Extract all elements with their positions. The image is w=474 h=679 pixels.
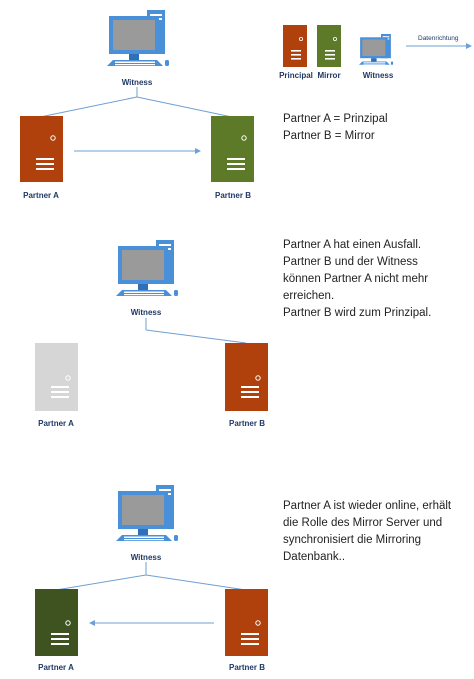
legend-witness-label: Witness xyxy=(363,71,394,80)
legend-direction-arrow xyxy=(406,43,472,49)
scenario-1-witness-computer-icon xyxy=(107,10,169,66)
scenario-2-partner-a-server-failed-icon xyxy=(35,343,78,411)
scenario-1-description-line: Partner A = Prinzipal xyxy=(283,113,388,125)
scenario-2-partner-a-label: Partner A xyxy=(38,419,74,428)
scenario-1: Witness Partner A Partner B xyxy=(20,10,254,200)
scenario-3-partner-a-label: Partner A xyxy=(38,663,74,672)
scenario-1-partner-b-server-icon xyxy=(211,116,254,182)
scenario-3-witness-computer-icon xyxy=(116,485,178,541)
scenario-3-partner-a-server-icon xyxy=(35,589,78,656)
scenario-1-description: Partner A = Prinzipal Partner B = Mirror xyxy=(283,111,458,145)
scenario-3-data-arrow xyxy=(89,620,214,626)
legend-witness-computer-icon xyxy=(359,34,394,65)
scenario-3: Witness Partner A Partner B xyxy=(35,485,268,672)
scenario-3-witness-label: Witness xyxy=(131,553,162,562)
legend-mirror-server-icon xyxy=(317,25,341,67)
legend: Principal Mirror Witness Datenrichtung xyxy=(279,25,472,80)
scenario-2-description: Partner A hat einen Ausfall. Partner B u… xyxy=(283,237,458,322)
legend-direction-label: Datenrichtung xyxy=(418,35,459,42)
legend-principal-label: Principal xyxy=(279,71,313,80)
scenario-3-description: Partner A ist wieder online, erhält die … xyxy=(283,498,458,566)
scenario-1-witness-label: Witness xyxy=(122,78,153,87)
legend-mirror-label: Mirror xyxy=(317,71,340,80)
scenario-1-connectors xyxy=(39,87,233,118)
scenario-1-partner-a-label: Partner A xyxy=(23,191,59,200)
scenario-1-data-arrow xyxy=(74,148,201,154)
scenario-2-description-paragraph: Partner B wird zum Prinzipal. xyxy=(283,307,432,319)
scenario-2-witness-computer-icon xyxy=(116,240,178,296)
scenario-1-partner-a-server-icon xyxy=(20,116,63,182)
scenario-3-partner-b-server-icon xyxy=(225,589,268,656)
scenario-2-partner-b-label: Partner B xyxy=(229,419,265,428)
scenario-3-description-paragraph: Partner A ist wieder online, erhält die … xyxy=(283,500,452,563)
scenario-1-description-line: Partner B = Mirror xyxy=(283,130,375,142)
legend-principal-server-icon xyxy=(283,25,307,67)
scenario-3-partner-b-label: Partner B xyxy=(229,663,265,672)
scenario-2: Witness Partner A Partner B xyxy=(35,240,268,428)
scenario-1-partner-b-label: Partner B xyxy=(215,191,251,200)
scenario-2-connectors xyxy=(145,318,247,344)
scenario-2-partner-b-server-icon xyxy=(225,343,268,411)
scenario-2-witness-label: Witness xyxy=(131,308,162,317)
scenario-3-connectors xyxy=(55,562,247,591)
scenario-2-description-paragraph: Partner A hat einen Ausfall. Partner B u… xyxy=(283,239,429,302)
